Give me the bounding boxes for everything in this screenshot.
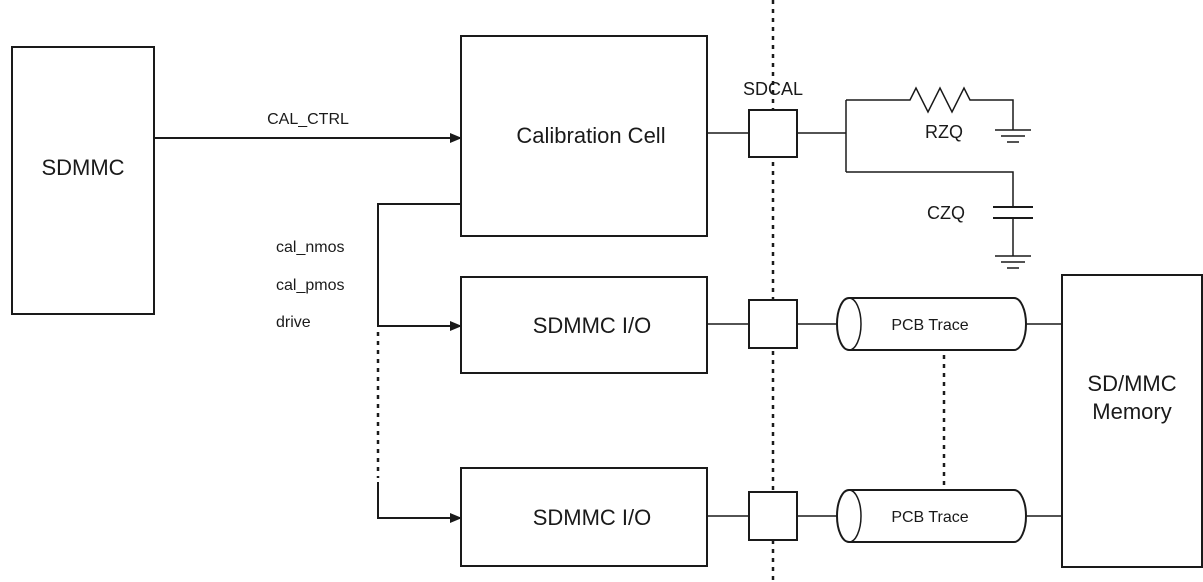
memory-label-line1: SD/MMC bbox=[1087, 371, 1176, 396]
sd-mmc-memory-block: SD/MMC Memory bbox=[1061, 274, 1203, 568]
drive-label: drive bbox=[276, 314, 311, 331]
calibration-bus-line-lower bbox=[377, 482, 462, 523]
cal-pmos-label: cal_pmos bbox=[276, 277, 344, 294]
calibration-cell-label: Calibration Cell bbox=[516, 123, 665, 148]
cal-nmos-label: cal_nmos bbox=[276, 239, 344, 256]
io-pad-1 bbox=[748, 299, 798, 349]
sdmmc-block: SDMMC bbox=[11, 46, 155, 315]
sdmmc-io-label-1: SDMMC I/O bbox=[533, 313, 652, 338]
memory-label-line2: Memory bbox=[1092, 399, 1171, 424]
ground-icon bbox=[995, 129, 1031, 143]
rzq-resistor: RZQ bbox=[846, 86, 1014, 142]
io-pad-2 bbox=[748, 491, 798, 541]
calibration-cell-block: Calibration Cell bbox=[460, 35, 708, 237]
ground-icon bbox=[995, 255, 1031, 269]
sdcal-label: SDCAL bbox=[743, 79, 803, 99]
pcb-trace-label-1: PCB Trace bbox=[891, 317, 968, 334]
czq-label: CZQ bbox=[927, 203, 965, 223]
sdmmc-io-block-1: SDMMC I/O bbox=[460, 276, 708, 374]
rzq-label: RZQ bbox=[925, 122, 963, 142]
pcb-trace-label-2: PCB Trace bbox=[891, 509, 968, 526]
pcb-trace-1: PCB Trace bbox=[836, 297, 1027, 351]
czq-capacitor: CZQ bbox=[846, 171, 1033, 256]
sdmmc-io-label-2: SDMMC I/O bbox=[533, 505, 652, 530]
sdmmc-io-block-2: SDMMC I/O bbox=[460, 467, 708, 567]
calibration-bus-line bbox=[377, 203, 462, 331]
sdmmc-label: SDMMC bbox=[41, 155, 124, 180]
sdcal-pad bbox=[748, 109, 798, 158]
pcb-trace-2: PCB Trace bbox=[836, 489, 1027, 543]
cal-ctrl-label: CAL_CTRL bbox=[267, 111, 349, 128]
